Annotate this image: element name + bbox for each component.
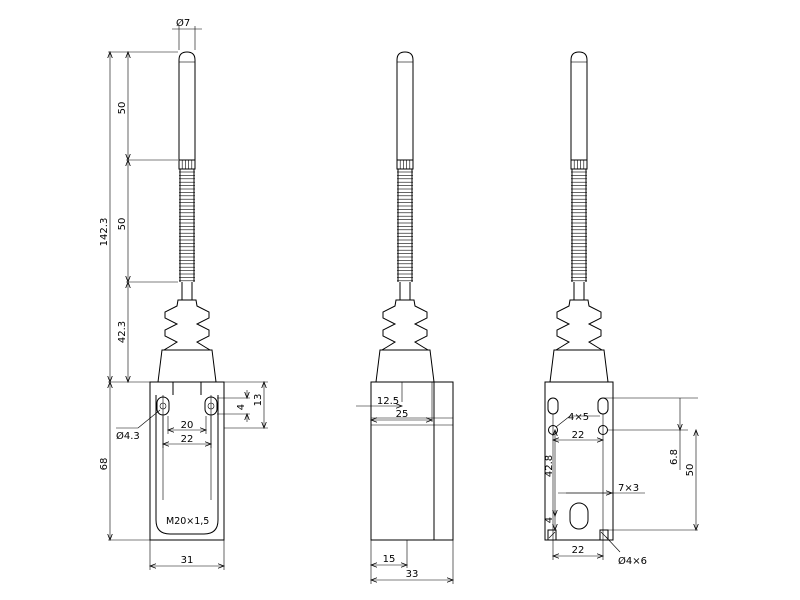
rear-head [549,349,609,383]
rear-top-slot-left [547,397,559,415]
side-head [375,349,435,383]
dim-boot-height: 42.3 [117,282,128,382]
dim-hole-spacing-inner: 20 [168,420,206,431]
dim-side-top-width: 25 [371,409,432,420]
dim-rear-50: 50 [685,430,696,530]
svg-text:22: 22 [572,430,585,441]
rear-coupler [570,159,588,170]
svg-text:Ø4.3: Ø4.3 [116,430,140,442]
svg-text:31: 31 [181,555,194,566]
dim-side-depth: 33 [371,569,453,580]
front-view: M20×1,5 Ø7 142.3 50 50 [99,17,268,570]
svg-text:Ø4×6: Ø4×6 [618,555,647,567]
dim-side-bottom-offset: 15 [371,554,407,565]
svg-text:4: 4 [544,517,555,523]
side-spring [397,169,413,282]
dim-tip-diameter: Ø7 [172,17,202,50]
svg-text:12.5: 12.5 [377,396,399,407]
svg-text:33: 33 [406,569,419,580]
svg-text:6.8: 6.8 [669,449,680,465]
side-coupler [396,159,414,170]
dim-total-height: 142.3 [99,52,110,382]
rear-spring [571,169,587,282]
dim-body-height: 68 [99,382,110,540]
svg-text:4: 4 [236,404,247,410]
side-rod [396,51,414,160]
svg-text:13: 13 [253,394,264,407]
svg-text:50: 50 [117,218,128,231]
front-mount-hole-right [204,396,218,416]
side-view: 12.5 25 15 33 [356,51,454,584]
dim-rear-42-8: 42.8 [544,430,555,516]
rear-oval-slot [569,502,589,530]
dim-top-offset: 13 [253,382,264,428]
rear-bottom-slot-left [547,529,557,540]
svg-text:15: 15 [383,554,396,565]
rear-view: 4×5 22 6.8 50 42.8 7×3 [544,51,698,567]
dim-rear-6-8: 6.8 [669,398,680,470]
front-coupler [178,159,196,170]
dim-rear-slot-size: 4×5 [555,412,600,428]
front-head [157,349,217,383]
front-boot [162,299,212,351]
svg-text:42.3: 42.3 [117,321,128,343]
svg-text:68: 68 [99,458,110,471]
svg-text:50: 50 [117,102,128,115]
rear-boot [554,299,604,351]
svg-text:Ø7: Ø7 [176,17,190,29]
svg-text:20: 20 [181,420,194,431]
svg-text:25: 25 [396,409,409,420]
dim-rear-bottom-slot: Ø4×6 [605,536,647,567]
svg-text:4×5: 4×5 [568,412,589,423]
dim-rear-hole-spacing: 22 [553,430,603,441]
svg-text:22: 22 [572,545,585,556]
dim-hole-diameter: Ø4.3 [116,409,161,442]
dim-rear-slot-4: 4 [544,510,555,530]
dim-spring-length: 50 [117,160,128,282]
svg-text:50: 50 [685,464,696,477]
svg-text:22: 22 [181,434,194,445]
side-body [370,381,454,541]
dim-rear-oval-slot: 7×3 [566,483,639,494]
dim-slot-height: 4 [236,390,247,422]
svg-text:42.8: 42.8 [544,455,555,477]
dim-body-width: 31 [150,555,224,566]
front-mount-hole-left [156,396,170,416]
thread-label: M20×1,5 [166,516,209,527]
dim-hole-spacing-outer: 22 [163,434,211,445]
rear-bottom-slot-right [599,529,609,540]
side-boot [380,299,430,351]
rear-rod [570,51,588,160]
svg-text:7×3: 7×3 [618,483,639,494]
dim-rod-length: 50 [117,52,128,160]
rear-top-slot-right [597,397,609,415]
front-spring [179,169,195,282]
dim-rear-bottom-spacing: 22 [553,545,603,556]
svg-text:142.3: 142.3 [99,218,110,247]
front-rod [178,51,196,160]
dim-side-offset: 12.5 [356,396,402,407]
